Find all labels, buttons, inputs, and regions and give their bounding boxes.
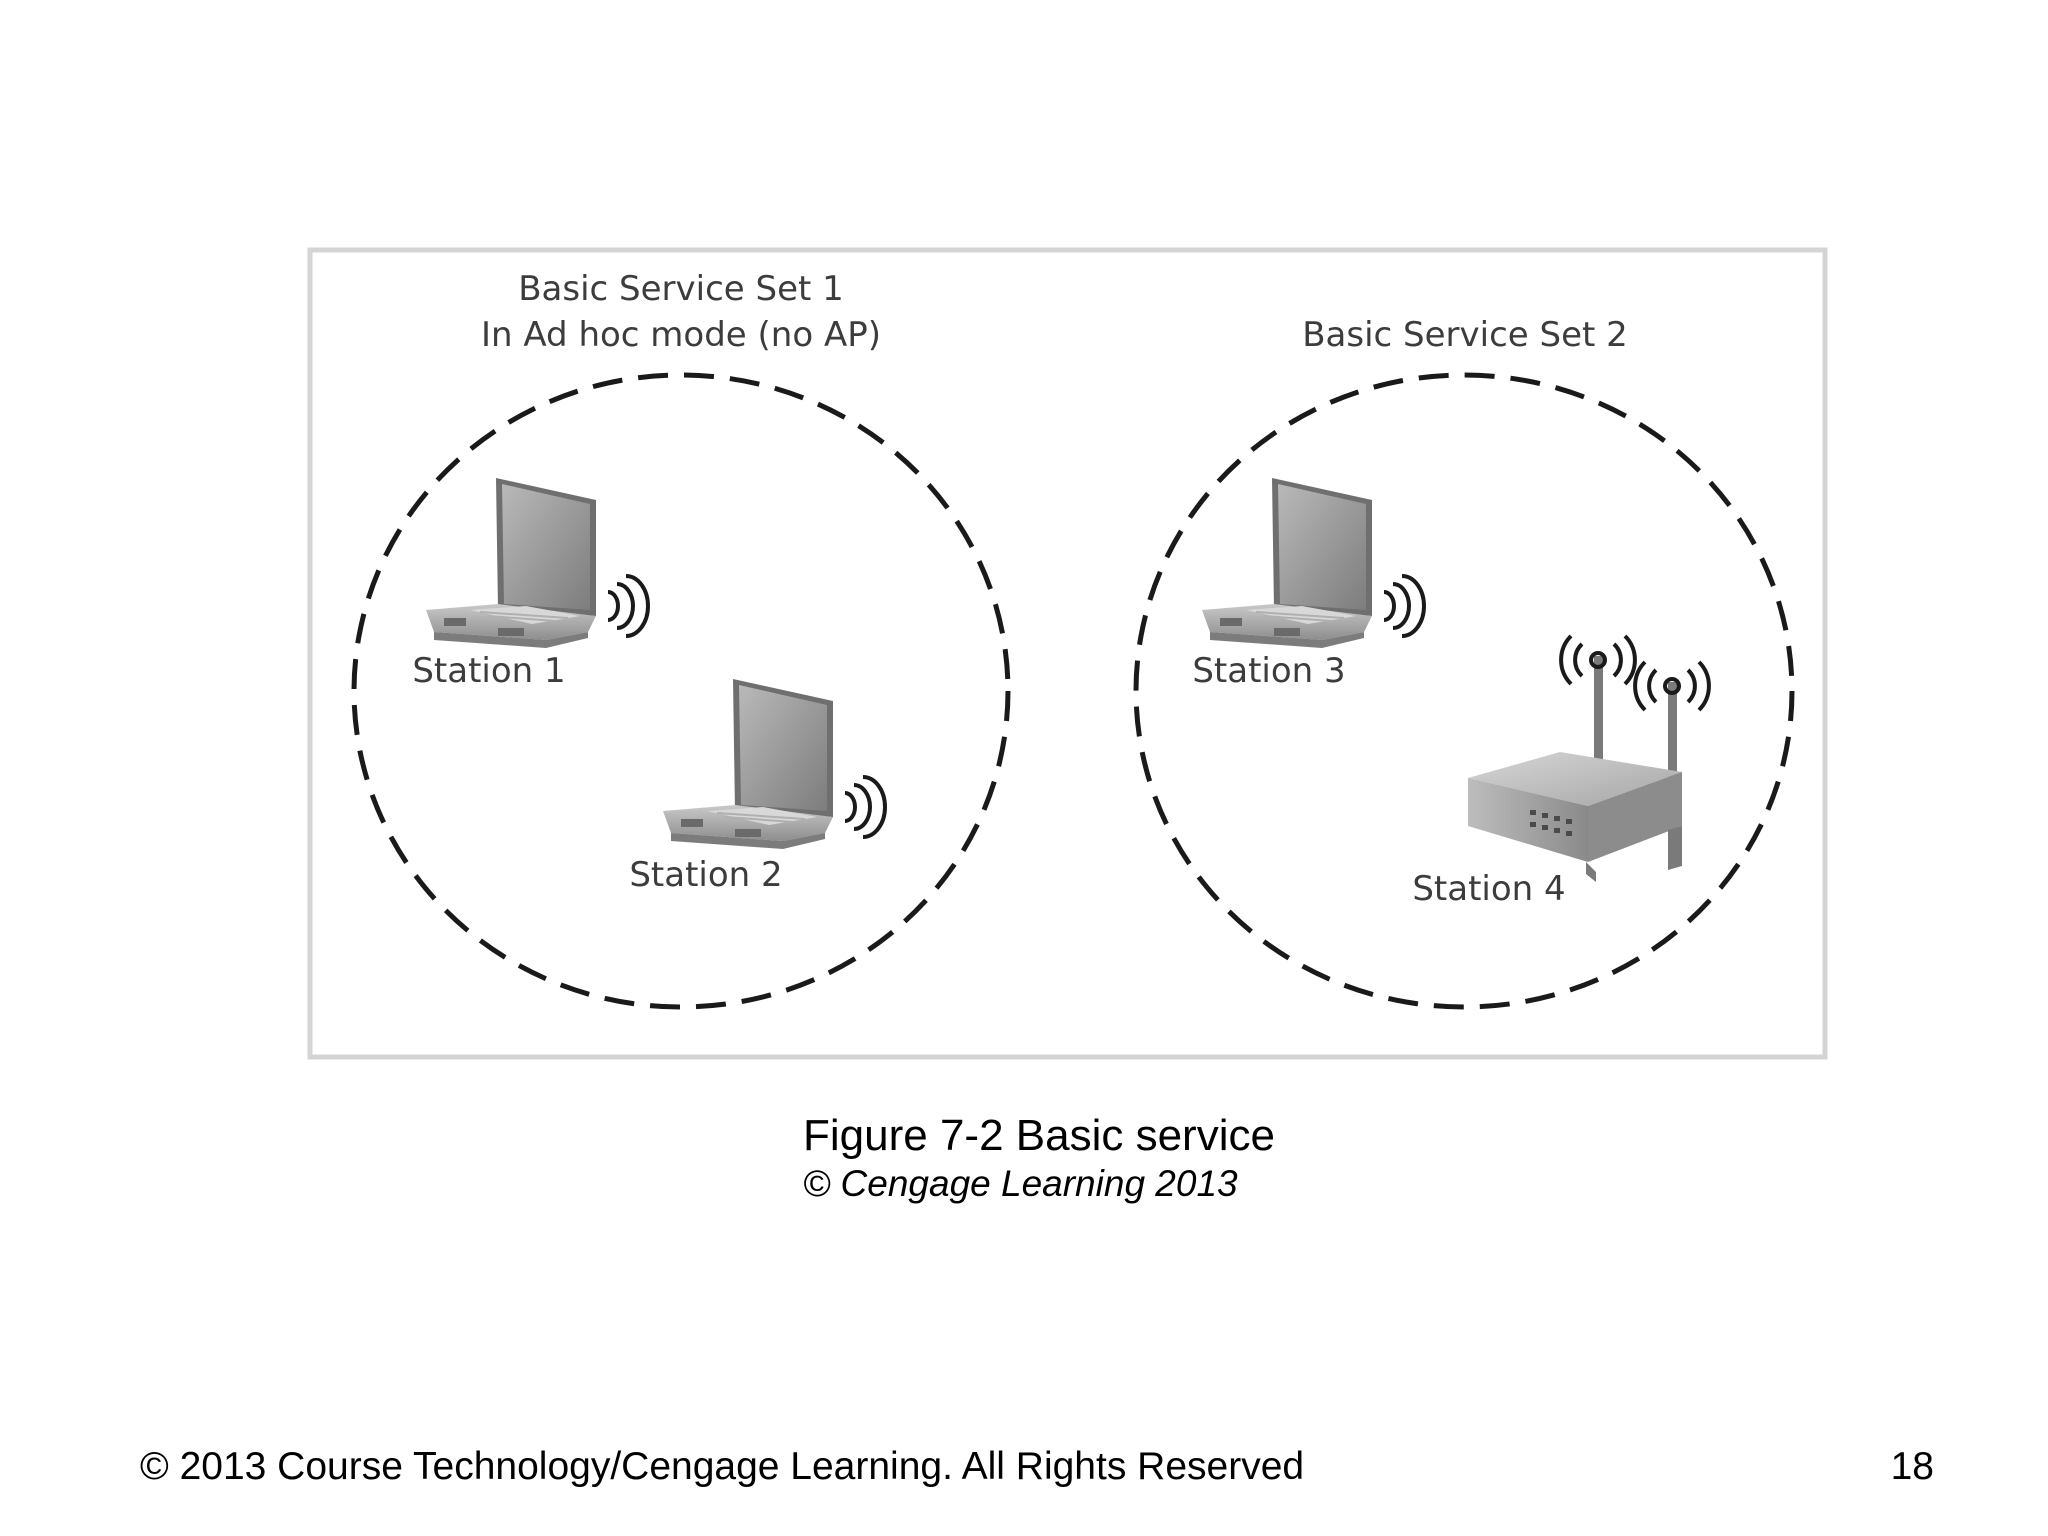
caption-title: Figure 7-2 Basic service <box>803 1111 1275 1160</box>
page-number: 18 <box>1890 1445 1934 1488</box>
station-label: Station 3 <box>1192 651 1345 691</box>
bss2-boundary <box>1133 372 1795 1010</box>
bss2-title: Basic Service Set 2 <box>1302 315 1628 355</box>
bss1-title-line1: Basic Service Set 1 <box>518 269 844 309</box>
footer-copyright: © 2013 Course Technology/Cengage Learnin… <box>140 1445 1305 1488</box>
figure-caption: Figure 7-2 Basic service © Cengage Learn… <box>803 1110 1275 1206</box>
station-label: Station 4 <box>1412 869 1565 909</box>
figure-frame <box>307 247 1828 1060</box>
station-label: Station 1 <box>412 651 565 691</box>
bss1-title-line2: In Ad hoc mode (no AP) <box>481 315 881 355</box>
bss1-boundary <box>351 372 1011 1010</box>
station-label: Station 2 <box>629 855 782 895</box>
caption-credit: © Cengage Learning 2013 <box>803 1163 1238 1204</box>
wireless-router-icon <box>1468 634 1711 882</box>
